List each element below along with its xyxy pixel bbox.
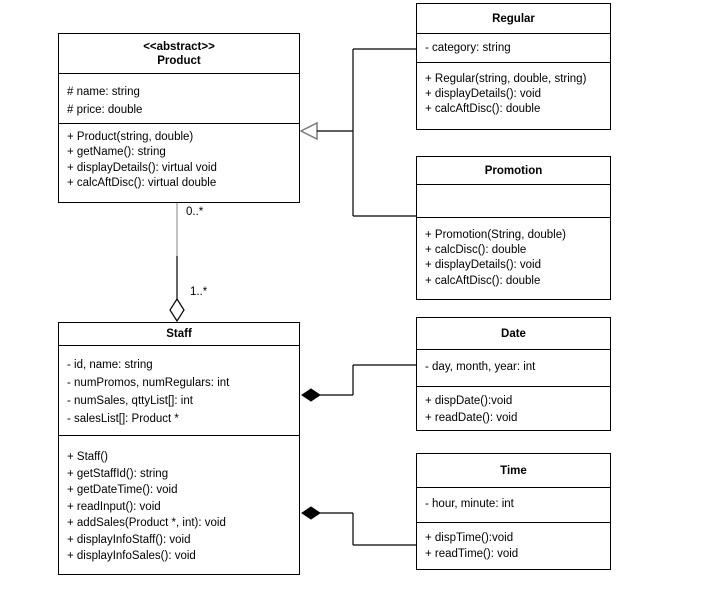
- method: + displayDetails(): void: [425, 88, 542, 100]
- method: + getStaffId(): string: [67, 467, 169, 480]
- class-staff: Staff - id, name: string - numPromos, nu…: [58, 322, 300, 575]
- method: + displayInfoSales(): void: [67, 550, 196, 562]
- class-product: <<abstract>> Product # name: string # pr…: [58, 33, 300, 203]
- class-date: Date - day, month, year: int + dispDate(…: [416, 317, 611, 431]
- class-product-attributes: # name: string # price: double: [59, 74, 299, 124]
- method: + dispDate():void: [425, 395, 513, 407]
- method: + addSales(Product *, int): void: [67, 517, 226, 529]
- composition-diamond-date-icon: [301, 388, 321, 402]
- class-promotion-methods: + Promotion(String, double) + calcDisc()…: [417, 218, 610, 299]
- class-date-methods: + dispDate():void + readDate(): void: [417, 387, 610, 430]
- method: + getDateTime(): void: [67, 484, 178, 496]
- class-time-attributes: - hour, minute: int: [417, 488, 610, 523]
- class-product-methods: + Product(string, double) + getName(): s…: [59, 124, 299, 202]
- class-promotion-attributes: [417, 185, 610, 218]
- attribute: - numSales, qttyList[]: int: [67, 395, 193, 407]
- method: + Promotion(String, double): [425, 229, 566, 241]
- generalization-triangle-icon: [299, 121, 318, 141]
- class-regular: Regular - category: string + Regular(str…: [416, 3, 611, 130]
- class-time-name: Time: [500, 464, 527, 477]
- multiplicity-staff-end: 1..*: [190, 286, 208, 298]
- attribute: - salesList[]: Product *: [67, 413, 179, 425]
- class-product-title: <<abstract>> Product: [59, 34, 299, 74]
- method: + Staff(): [67, 451, 109, 463]
- class-time: Time - hour, minute: int + dispTime():vo…: [416, 453, 611, 570]
- multiplicity-product-end: 0..*: [186, 206, 204, 218]
- method: + calcAftDisc(): double: [425, 274, 541, 287]
- method: + calcAftDisc(): double: [425, 103, 541, 115]
- aggregation-diamond-icon: [169, 297, 185, 323]
- attribute: - day, month, year: int: [425, 361, 536, 373]
- method: + readDate(): void: [425, 411, 518, 424]
- class-regular-methods: + Regular(string, double, string) + disp…: [417, 63, 610, 129]
- class-promotion-name: Promotion: [484, 164, 543, 177]
- class-product-name: Product: [157, 54, 201, 67]
- attribute: - hour, minute: int: [425, 498, 514, 510]
- attribute: - id, name: string: [67, 359, 153, 371]
- method: + Regular(string, double, string): [425, 73, 587, 85]
- attribute: - category: string: [425, 42, 511, 54]
- class-time-title: Time: [417, 454, 610, 488]
- class-promotion: Promotion + Promotion(String, double) + …: [416, 156, 611, 300]
- class-date-attributes: - day, month, year: int: [417, 350, 610, 387]
- method: + displayDetails(): virtual void: [67, 161, 217, 174]
- class-date-title: Date: [417, 318, 610, 350]
- composition-diamond-time-icon: [301, 506, 321, 520]
- class-staff-title: Staff: [59, 323, 299, 346]
- attribute: # name: string: [67, 86, 140, 98]
- class-regular-attributes: - category: string: [417, 34, 610, 63]
- class-regular-name: Regular: [492, 12, 535, 25]
- class-time-methods: + dispTime():void + readTime(): void: [417, 523, 610, 569]
- class-staff-attributes: - id, name: string - numPromos, numRegul…: [59, 346, 299, 436]
- method: + Product(string, double): [67, 131, 194, 143]
- method: + getName(): string: [67, 146, 166, 159]
- method: + readTime(): void: [425, 548, 519, 560]
- method: + readInput(): void: [67, 500, 161, 513]
- class-date-name: Date: [501, 327, 526, 340]
- method: + calcAftDisc(): virtual double: [67, 176, 217, 189]
- class-staff-name: Staff: [166, 328, 192, 340]
- method: + dispTime():void: [425, 532, 514, 544]
- class-promotion-title: Promotion: [417, 157, 610, 185]
- method: + displayDetails(): void: [425, 259, 542, 272]
- class-staff-methods: + Staff() + getStaffId(): string + getDa…: [59, 436, 299, 574]
- class-regular-title: Regular: [417, 4, 610, 34]
- method: + displayInfoStaff(): void: [67, 533, 191, 546]
- method: + calcDisc(): double: [425, 244, 527, 257]
- attribute: - numPromos, numRegulars: int: [67, 377, 230, 389]
- attribute: # price: double: [67, 104, 143, 116]
- class-product-stereotype: <<abstract>>: [143, 40, 215, 53]
